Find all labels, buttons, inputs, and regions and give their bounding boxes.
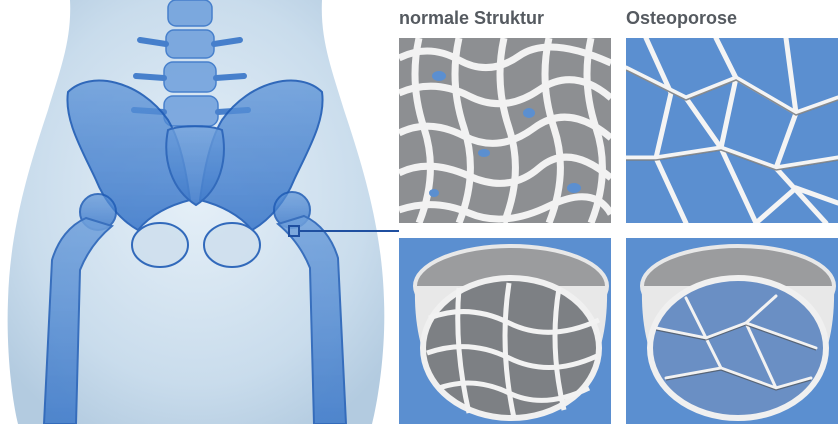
normal-structure-cross-section-image bbox=[399, 238, 611, 424]
osteoporosis-cross-section-image bbox=[626, 238, 838, 424]
label-normal-structure: normale Struktur bbox=[399, 8, 544, 29]
hip-anatomy-illustration bbox=[0, 0, 392, 424]
normal-structure-trabecular-image bbox=[399, 38, 611, 223]
osteoporosis-trabecular-image bbox=[626, 38, 838, 223]
label-osteoporosis: Osteoporose bbox=[626, 8, 737, 29]
